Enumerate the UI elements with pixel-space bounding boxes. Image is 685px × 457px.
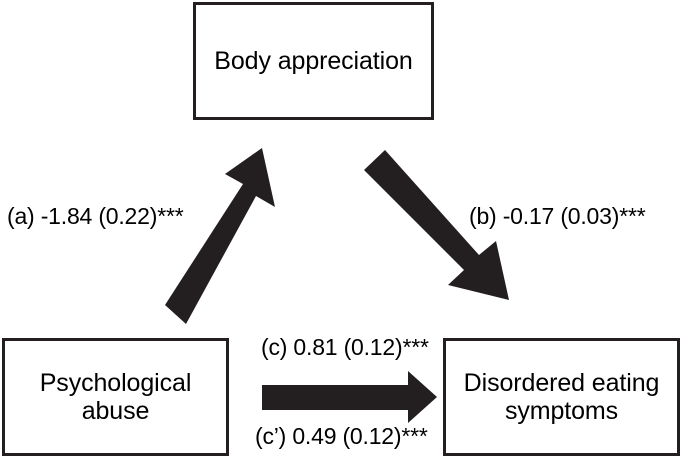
node-disordered-eating: Disordered eating symptoms [443,338,680,456]
node-psychological-abuse: Psychological abuse [2,338,229,456]
edge-label-c: (c) 0.81 (0.12)*** [261,334,429,360]
node-psychological-abuse-label: Psychological abuse [39,369,192,425]
arrow-path-c [262,371,437,423]
arrow-path-b [364,150,509,300]
edge-label-a: (a) -1.84 (0.22)*** [7,203,184,229]
node-body-appreciation: Body appreciation [193,2,434,120]
node-body-appreciation-label: Body appreciation [214,47,413,75]
arrow-path-a [165,148,275,324]
edge-label-c-prime: (c’) 0.49 (0.12)*** [255,423,428,449]
edge-label-b: (b) -0.17 (0.03)*** [469,203,646,229]
node-disordered-eating-label: Disordered eating symptoms [463,369,660,425]
